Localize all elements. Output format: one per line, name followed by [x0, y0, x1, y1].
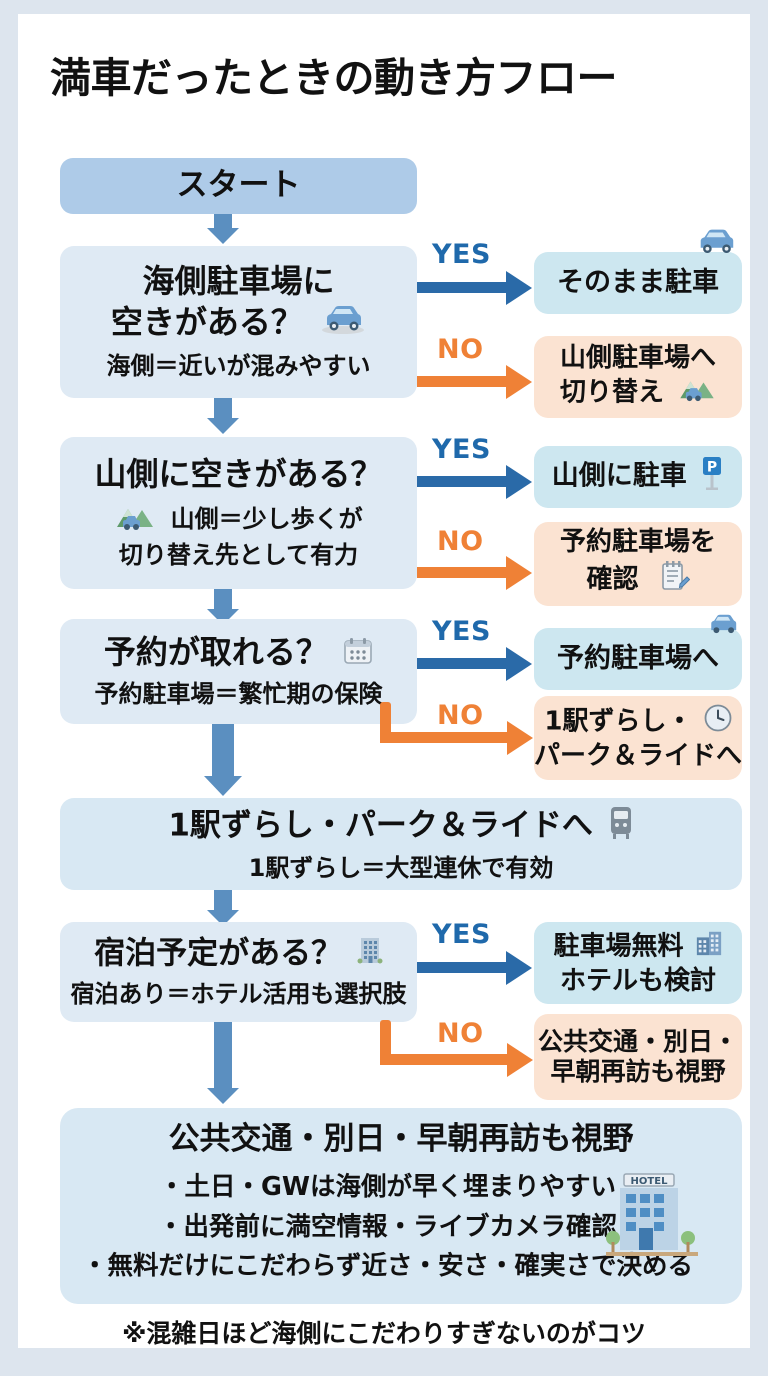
decision-1-question-line2: 空きがある？ — [110, 302, 303, 341]
final-bullet-2: ・出発前に満空情報・ライブカメラ確認 — [157, 1211, 617, 1242]
final-summary-box: 公共交通・別日・早朝再訪も視野 ・土日・GWは海側が早く埋まりやすい ・出発前に… — [60, 1108, 742, 1304]
mountain-car-icon — [114, 503, 156, 537]
final-title: 公共交通・別日・早朝再訪も視野 — [168, 1121, 634, 1157]
decision-3-question: 予約が取れる？ — [103, 633, 328, 672]
result-1-no-line2: 切り替え — [559, 377, 664, 408]
yes-label-3: YES — [432, 616, 491, 647]
svg-text:P: P — [707, 460, 717, 476]
result-3-no-line1: 1駅ずらし・ — [544, 706, 693, 737]
decision-box-1: 海側駐車場に 空きがある？ 海側＝近いが混みやすい — [60, 246, 417, 398]
result-box-4-no: 公共交通・別日・ 早朝再訪も視野 — [534, 1014, 742, 1100]
result-box-3-no: 1駅ずらし・ パーク＆ライドへ — [534, 696, 742, 780]
result-2-yes-label: 山側に駐車 — [551, 460, 687, 492]
start-box: スタート — [60, 158, 417, 214]
decision-4-question: 宿泊予定がある？ — [94, 935, 343, 972]
result-4-yes-line1: 駐車場無料 — [553, 931, 684, 962]
car-icon — [694, 228, 738, 262]
result-2-no-line2: 確認 — [586, 564, 639, 595]
decision-1-question-line1: 海側駐車場に — [142, 262, 335, 301]
yes-label-2: YES — [432, 434, 491, 465]
parking-sign-icon: P — [700, 456, 724, 498]
result-3-no-line2: パーク＆ライドへ — [534, 741, 743, 771]
decision-2-note-line1: 山側＝少し歩くが — [170, 505, 363, 534]
car-icon — [706, 614, 740, 640]
result-1-no-line1: 山側駐車場へ — [559, 343, 716, 374]
result-4-no-line2: 早朝再訪も視野 — [550, 1057, 726, 1086]
decision-4-note: 宿泊あり＝ホテル活用も選択肢 — [70, 980, 407, 1008]
yes-label-1: YES — [432, 239, 491, 270]
decision-2-note-line2: 切り替え先として有力 — [118, 541, 359, 570]
final-bullet-list: ・土日・GWは海側が早く埋まりやすい ・出発前に満空情報・ライブカメラ確認 ・無… — [82, 1175, 693, 1294]
footer-note: ※混雑日ほど海側にこだわりすぎないのがコツ — [122, 1319, 646, 1348]
result-3-yes-label: 予約駐車場へ — [557, 642, 719, 674]
decision-box-2: 山側に空きがある？ 山側＝少し歩くが 切り替え先として有力 — [60, 437, 417, 589]
wide-step-note: 1駅ずらし＝大型連休で有効 — [248, 854, 554, 882]
result-box-1-yes: そのまま駐車 — [534, 252, 742, 314]
result-box-2-no: 予約駐車場を 確認 — [534, 522, 742, 606]
hotel-icon: HOTEL — [606, 1166, 698, 1266]
no-label-1: NO — [437, 334, 484, 365]
final-bullet-3: ・無料だけにこだわらず近さ・安さ・確実さで決める — [82, 1251, 693, 1282]
result-box-4-yes: 駐車場無料 ホテルも検討 — [534, 922, 742, 1004]
start-label: スタート — [176, 167, 301, 204]
infographic-card: 満車だったときの動き方フロー スタート 海側駐車場に 空きがある？ 海側 — [18, 14, 750, 1348]
calendar-icon — [343, 636, 373, 672]
decision-box-4: 宿泊予定がある？ 宿泊あり＝ホテル活用も選択肢 — [60, 922, 417, 1022]
hotel-building-icon — [357, 936, 383, 974]
train-icon — [608, 806, 634, 848]
no-label-3: NO — [437, 700, 484, 731]
mountain-car-icon — [678, 376, 716, 410]
no-label-4: NO — [437, 1018, 484, 1049]
result-box-3-yes: 予約駐車場へ — [534, 628, 742, 690]
result-4-no-line1: 公共交通・別日・ — [537, 1026, 738, 1056]
decision-1-note: 海側＝近いが混みやすい — [106, 352, 371, 381]
decision-box-3: 予約が取れる？ 予約駐車場＝繁忙期の保険 — [60, 619, 417, 724]
memo-icon — [660, 560, 690, 600]
wide-step-box: 1駅ずらし・パーク＆ライドへ 1駅ずらし＝大型連休で有効 — [60, 798, 742, 890]
clock-icon — [704, 704, 732, 740]
result-4-yes-line2: ホテルも検討 — [559, 966, 716, 996]
result-2-no-line1: 予約駐車場を — [559, 527, 716, 558]
result-box-2-yes: 山側に駐車 P — [534, 446, 742, 508]
car-icon — [320, 305, 366, 342]
wide-step-title: 1駅ずらし・パーク＆ライドへ — [168, 807, 593, 844]
result-1-yes-label: そのまま駐車 — [557, 266, 719, 298]
office-building-icon — [695, 929, 723, 965]
decision-2-question: 山側に空きがある？ — [94, 455, 383, 494]
decision-3-note: 予約駐車場＝繁忙期の保険 — [94, 680, 383, 709]
result-box-1-no: 山側駐車場へ 切り替え — [534, 336, 742, 418]
no-label-2: NO — [437, 526, 484, 557]
page-title: 満車だったときの動き方フロー — [50, 54, 618, 102]
svg-text:HOTEL: HOTEL — [631, 1176, 669, 1187]
yes-label-4: YES — [432, 919, 491, 950]
final-bullet-1: ・土日・GWは海側が早く埋まりやすい — [158, 1172, 617, 1203]
